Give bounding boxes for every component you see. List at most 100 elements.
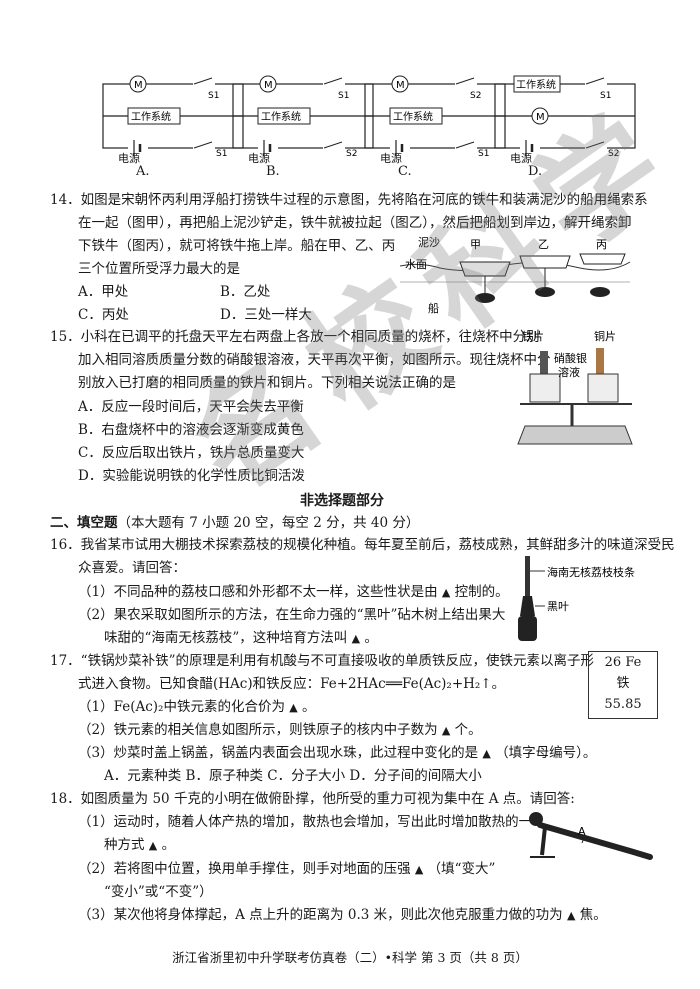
- label-solution2: 溶液: [558, 365, 580, 379]
- point-a-label: A: [578, 825, 586, 838]
- q14-line4: 三个位置所受浮力最大的是: [78, 261, 240, 277]
- iron-element-card: 26 Fe 铁 55.85: [588, 651, 658, 719]
- switch-label: S2: [346, 149, 357, 158]
- q14-option-c: C．丙处: [78, 307, 129, 323]
- element-mass: 55.85: [604, 697, 642, 712]
- q18-sub2-suffix: （填“变大”: [427, 861, 496, 877]
- q17-sub3-text: （3）炒菜时盖上锅盖，锅盖内表面会出现水珠，此过程中变化的是: [78, 745, 479, 761]
- label-boat: 船: [428, 301, 439, 314]
- q17-sub3-suffix: （填字母编号）。: [495, 745, 597, 761]
- answer-blank: ▲: [414, 863, 424, 876]
- q16-line2: 众喜爱。请回答：: [78, 560, 186, 576]
- power-label: 电源: [510, 152, 532, 165]
- element-number: 26 Fe: [604, 655, 642, 670]
- q15-line2: 加入相同溶质质量分数的硝酸银溶液，天平再次平衡，如图所示。现往烧杯中分: [78, 352, 551, 368]
- q16-sub2: （2）果农采取如图所示的方法，在生命力强的“黑叶”砧木树上结出果大: [78, 607, 506, 623]
- q14-option-a: A．甲处: [78, 284, 129, 300]
- motor-label: M: [396, 80, 405, 91]
- q14-line2: 在一起（图甲），再把船上泥沙铲走，铁牛就被拉起（图乙），然后把船划到岸边，解开绳…: [78, 215, 632, 231]
- q17-sub1: （1）Fe(Ac)₂中铁元素的化合价为 ▲ 。: [78, 697, 316, 718]
- label-copper: 铜片: [594, 329, 616, 343]
- element-name: 铁: [616, 676, 630, 691]
- q17-sub2-text: （2）铁元素的相关信息如图所示，则铁原子的核内中子数为: [78, 722, 438, 738]
- circuit-option-letter: D.: [528, 164, 543, 179]
- switch-label: S2: [470, 91, 481, 101]
- q17-sub2-suffix: 个。: [454, 722, 482, 738]
- work-system-label: 工作系统: [516, 78, 556, 91]
- pushup-figure: A: [529, 812, 653, 860]
- q18-sub3: （3）某次他将身体撑起，A 点上升的距离为 0.3 米，则此次他克服重力做的功为…: [78, 905, 607, 926]
- label-jia: 甲: [470, 238, 481, 251]
- q18-sub1-cont: 种方式 ▲ 。: [104, 835, 175, 856]
- answer-blank: ▲: [441, 724, 451, 737]
- q15-line1: 15．小科在已调平的托盘天平左右两盘上各放一个相同质量的烧杯，往烧杯中分别: [50, 329, 540, 345]
- q16-sub2-cont: 味甜的“海南无核荔枝”，这种培育方法叫 ▲ 。: [104, 628, 378, 649]
- q16-sub2-suffix: 。: [364, 630, 378, 646]
- q16-line1: 16．我省某市试用大棚技术探索荔枝的规模化种植。每年夏至前后，荔枝成熟，其鲜甜多…: [50, 537, 675, 553]
- work-system-label: 工作系统: [261, 110, 301, 123]
- section2-note: （本大题有 7 小题 20 空，每空 2 分，共 40 分）: [117, 515, 420, 531]
- q17-sub2: （2）铁元素的相关信息如图所示，则铁原子的核内中子数为 ▲ 个。: [78, 720, 482, 741]
- q18-sub1-suffix: 。: [161, 837, 176, 853]
- label-water: 水面: [405, 258, 427, 271]
- q18-sub2-text: （2）若将图中位置，换用单手撑住，则手对地面的压强: [78, 861, 411, 877]
- graft-figure: 海南无核荔枝枝条 黑叶: [518, 556, 635, 641]
- label-rootstock: 黑叶: [547, 600, 569, 613]
- q18-sub1: （1）运动时，随着人体产热的增加，散热也会增加，写出此时增加散热的一: [78, 814, 533, 830]
- switch-label: S1: [338, 91, 349, 101]
- q14-line3: 下铁牛（图丙），就可将铁牛拖上岸。船在甲、乙、丙: [78, 238, 396, 254]
- motor-label: M: [134, 80, 143, 91]
- answer-blank: ▲: [482, 747, 491, 760]
- power-label: 电源: [248, 152, 270, 165]
- motor-label: M: [536, 112, 545, 123]
- label-iron: 铁片: [522, 330, 544, 343]
- answer-blank: ▲: [441, 586, 451, 599]
- q15-option-d: D．实验能说明铁的化学性质比铜活泼: [78, 468, 305, 484]
- q18-sub3-text: （3）某次他将身体撑起，A 点上升的距离为 0.3 米，则此次他克服重力做的功为: [78, 907, 563, 923]
- q17-line1: 17．“铁锅炒菜补铁”的原理是利用有机酸与不可直接吸收的单质铁反应，使铁元素以离…: [50, 653, 594, 669]
- q18-sub2: （2）若将图中位置，换用单手撑住，则手对地面的压强 ▲ （填“变大”: [78, 859, 495, 880]
- q16-sub1-text: （1）不同品种的荔枝口感和外形都不太一样，这些性状是由: [78, 584, 438, 600]
- q15-option-b: B．右盘烧杯中的溶液会逐渐变成黄色: [78, 422, 304, 438]
- q17-sub3: （3）炒菜时盖上锅盖，锅盖内表面会出现水珠，此过程中变化的是 ▲ （填字母编号）…: [78, 743, 596, 764]
- circuit-option-letter: B.: [266, 164, 280, 179]
- answer-blank: ▲: [566, 909, 576, 922]
- power-label: 电源: [380, 152, 402, 165]
- label-solution1: 硝酸银: [554, 351, 587, 365]
- balance-figure: 铁片 铜片 硝酸银 溶液: [517, 329, 633, 445]
- q17-options: A．元素种类 B．原子种类 C．分子大小 D．分子间的间隔大小: [104, 768, 482, 784]
- q18-sub3-suffix: 焦。: [579, 907, 607, 923]
- section-heading: 非选择题部分: [300, 493, 384, 509]
- switch-label: S1: [216, 149, 227, 158]
- q18-sub2-cont: “变小”或“不变”）: [104, 884, 213, 900]
- answer-blank: ▲: [289, 701, 298, 714]
- label-bing: 丙: [596, 238, 607, 251]
- label-mud: 泥沙: [418, 236, 440, 249]
- q17-line2: 式进入食物。已知食醋(HAc)和铁反应：Fe+2HAc══Fe(Ac)₂+H₂↑…: [78, 676, 506, 692]
- q14-line1: 14．如图是宋朝怀丙利用浮船打捞铁牛过程的示意图，先将陷在河底的铁牛和装满泥沙的…: [50, 192, 648, 208]
- section2-header: 二、填空题（本大题有 7 小题 20 空，每空 2 分，共 40 分）: [50, 513, 419, 533]
- work-system-label: 工作系统: [393, 110, 433, 123]
- switch-label: S1: [208, 91, 219, 101]
- switch-label: S2: [608, 149, 619, 158]
- q14-option-b: B．乙处: [220, 284, 271, 300]
- motor-label: M: [264, 80, 273, 91]
- answer-blank: ▲: [351, 632, 361, 645]
- answer-blank: ▲: [148, 839, 158, 852]
- q16-sub2-text: 味甜的“海南无核荔枝”，这种培育方法叫: [104, 630, 348, 646]
- q17-sub1-text: （1）Fe(Ac)₂中铁元素的化合价为: [78, 699, 285, 715]
- q15-option-a: A．反应一段时间后，天平会失去平衡: [78, 399, 304, 415]
- q17-sub1-suffix: 。: [302, 699, 316, 715]
- q18-line1: 18．如图质量为 50 千克的小明在做俯卧撑，他所受的重力可视为集中在 A 点。…: [50, 791, 575, 807]
- section2-title: 二、填空题: [50, 515, 118, 531]
- q14-option-d: D．三处一样大: [220, 307, 312, 323]
- label-scion: 海南无核荔枝枝条: [547, 565, 635, 579]
- q18-sub1-text: 种方式: [104, 837, 145, 853]
- label-yi: 乙: [538, 238, 549, 251]
- switch-label: S1: [478, 149, 489, 158]
- page-footer: 浙江省浙里初中升学联考仿真卷（二）•科学 第 3 页（共 8 页）: [172, 950, 528, 965]
